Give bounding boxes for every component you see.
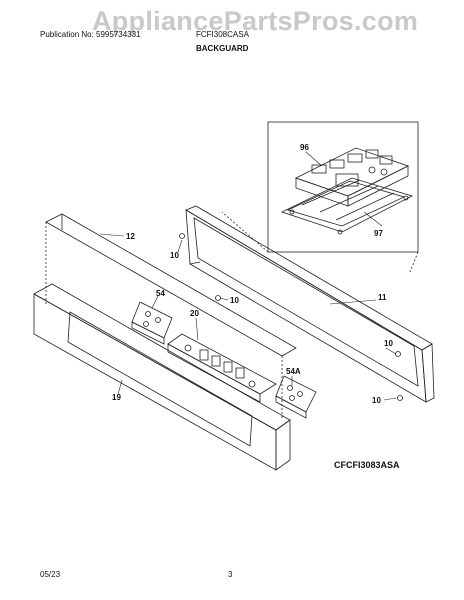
callout-11: 11 bbox=[378, 293, 387, 302]
control-panel bbox=[33, 283, 291, 471]
display-board bbox=[167, 333, 277, 403]
rear-frame bbox=[185, 205, 435, 403]
callout-10-bottom: 10 bbox=[372, 396, 381, 405]
callout-10-right: 10 bbox=[384, 339, 393, 348]
inset-leader-right bbox=[409, 251, 419, 273]
model-number: FCFI308CASA bbox=[196, 30, 249, 39]
callout-10-top: 10 bbox=[170, 251, 179, 260]
callout-54a: 54A bbox=[286, 367, 301, 376]
footer-date: 05/23 bbox=[40, 570, 61, 579]
callout-97: 97 bbox=[374, 229, 383, 238]
callout-54: 54 bbox=[156, 289, 165, 298]
callout-20: 20 bbox=[190, 309, 199, 318]
knob-board-right bbox=[275, 375, 317, 419]
callout-12: 12 bbox=[126, 232, 135, 241]
backguard-panel bbox=[45, 213, 297, 420]
callout-96: 96 bbox=[300, 143, 309, 152]
knob-board-left bbox=[131, 301, 173, 345]
leader-lines bbox=[99, 151, 397, 401]
page-number: 3 bbox=[228, 570, 233, 579]
publication-number: Publication No: 5995734331 bbox=[40, 30, 141, 39]
callout-10-frame: 10 bbox=[230, 296, 239, 305]
callout-19: 19 bbox=[112, 393, 121, 402]
watermark: AppliancePartsPros.com bbox=[92, 6, 419, 36]
screw-group bbox=[179, 233, 403, 401]
inset-box bbox=[267, 121, 419, 253]
section-title: BACKGUARD bbox=[196, 44, 249, 53]
callout-labels: 96 97 12 10 10 11 54 20 10 54A 19 10 bbox=[112, 143, 393, 405]
diagram-code: CFCFI3083ASA bbox=[334, 460, 400, 470]
control-board bbox=[294, 147, 410, 207]
inset-leader-left bbox=[221, 211, 269, 253]
